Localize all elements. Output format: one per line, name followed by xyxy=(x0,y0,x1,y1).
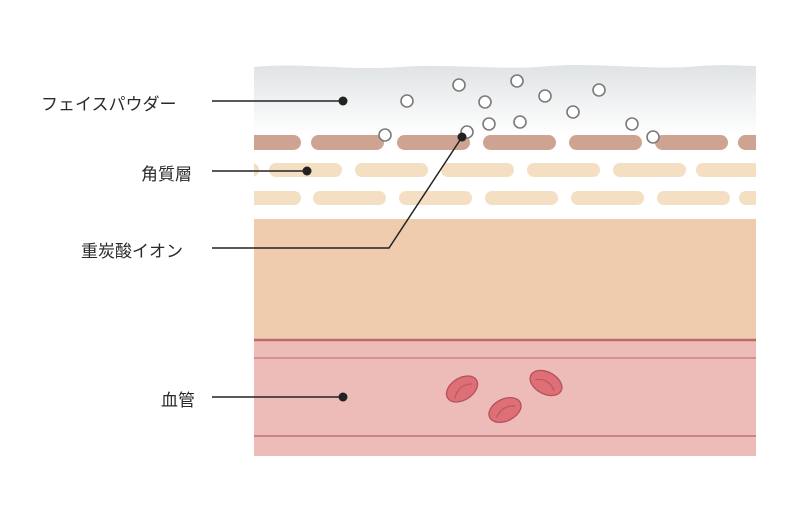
stratum-corneum-label: 角質層 xyxy=(141,165,192,185)
red-blood-cell xyxy=(488,396,522,424)
blood-vessel-label: 血管 xyxy=(161,391,195,411)
leader-lines xyxy=(212,100,463,398)
stratum-corneum-top-row xyxy=(254,135,756,150)
leader-dots xyxy=(302,96,467,402)
dermis-layer xyxy=(254,219,756,340)
face-powder-label: フェイスパウダー xyxy=(41,95,177,115)
red-blood-cell xyxy=(445,375,479,403)
face-powder-layer xyxy=(254,64,756,135)
red-blood-cell xyxy=(529,369,563,397)
bicarbonate-ion-pointer xyxy=(457,132,467,142)
stratum-corneum-bottom-row xyxy=(254,191,756,205)
stratum-corneum-pointer xyxy=(302,166,312,176)
stratum-corneum-middle-row xyxy=(254,163,756,177)
face-powder-pointer xyxy=(338,96,348,106)
bicarbonate-ion-label: 重炭酸イオン xyxy=(81,242,183,262)
blood-vessel-pointer xyxy=(338,392,348,402)
